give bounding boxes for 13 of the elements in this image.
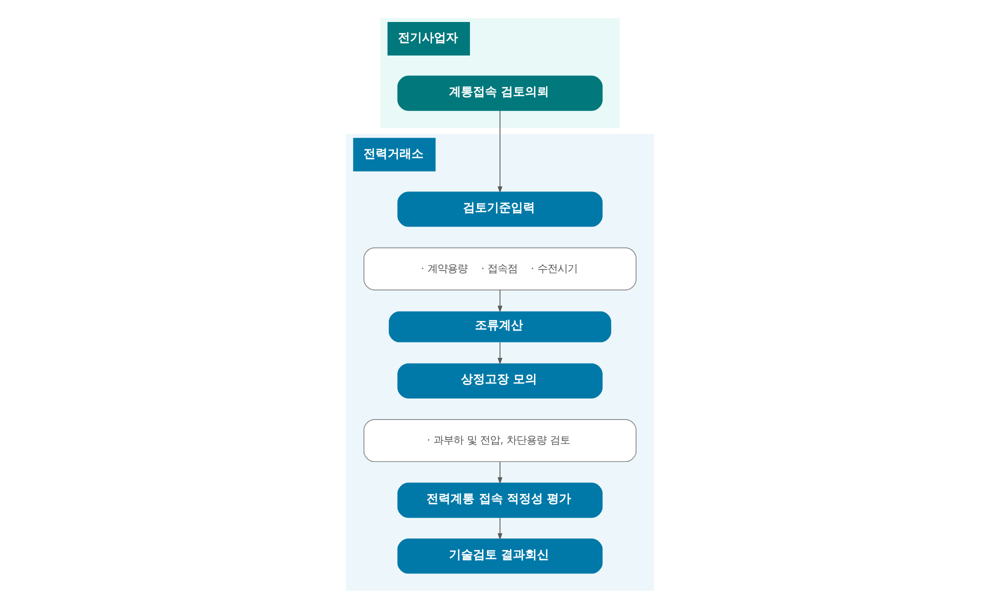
arrow bbox=[498, 461, 502, 484]
arrow bbox=[498, 342, 502, 365]
arrow bbox=[498, 517, 502, 540]
node-box: · 계약용량 · 접속점 · 수전시기 bbox=[363, 247, 637, 290]
arrow bbox=[498, 290, 502, 313]
node-box: 검토기준입력 bbox=[397, 192, 603, 227]
node-box: 기술검토 결과회신 bbox=[397, 538, 603, 574]
node-box: 조류계산 bbox=[388, 311, 612, 342]
node-box: · 과부하 및 전압, 차단용량 검토 bbox=[363, 419, 637, 462]
node-box: 전력계통 접속 적정성 평가 bbox=[397, 482, 603, 518]
node-box: 상정고장 모의 bbox=[397, 363, 603, 399]
arrow bbox=[498, 110, 502, 194]
node-box: 계통접속 검토의뢰 bbox=[397, 76, 603, 111]
